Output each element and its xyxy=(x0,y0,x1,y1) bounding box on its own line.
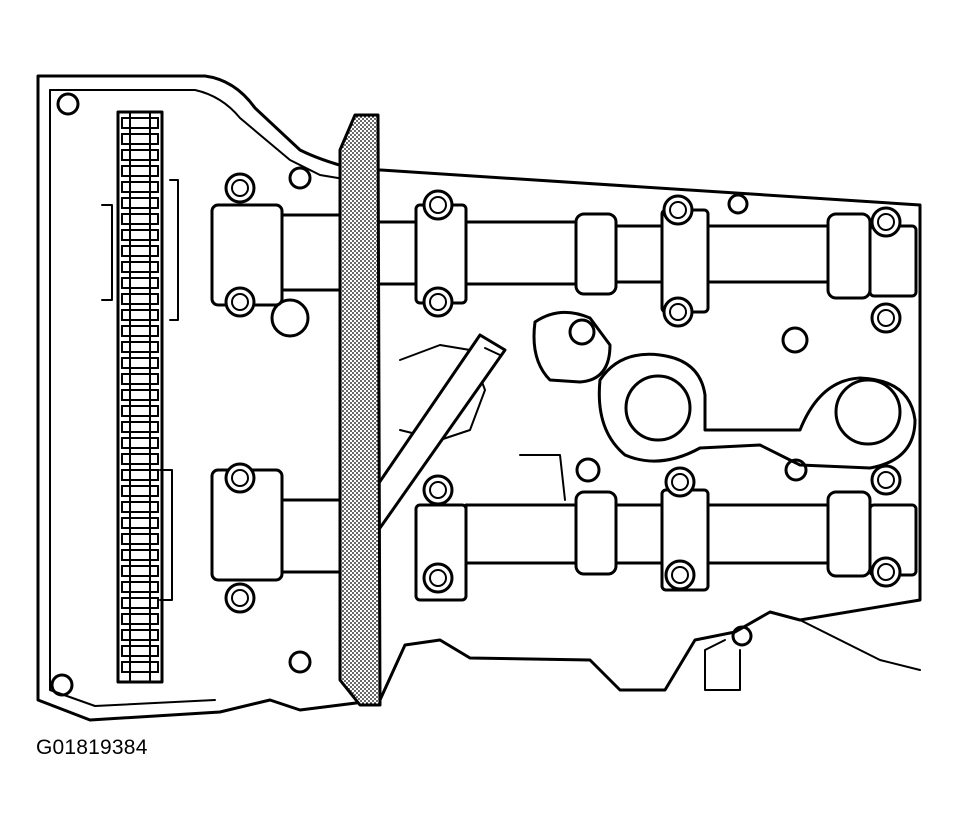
chain-link xyxy=(121,373,159,385)
chain-link xyxy=(121,629,159,641)
chain-link xyxy=(121,165,159,177)
chain-link xyxy=(121,181,159,193)
upper-camshaft xyxy=(210,203,918,314)
chain-link xyxy=(121,389,159,401)
bolt-head xyxy=(422,286,454,318)
bolt-head xyxy=(664,559,696,591)
bolt-head xyxy=(870,206,902,238)
chain-link xyxy=(121,325,159,337)
bolt-inner xyxy=(671,473,689,491)
bolt-inner xyxy=(877,309,895,327)
bolt-head xyxy=(224,286,256,318)
bolt-head xyxy=(662,296,694,328)
chain-link xyxy=(121,581,159,593)
chain-link xyxy=(121,437,159,449)
center-casting xyxy=(399,310,917,501)
chain-link xyxy=(121,661,159,673)
chain-link xyxy=(121,277,159,289)
bolt-inner xyxy=(877,213,895,231)
timing-chain xyxy=(116,110,164,684)
bolt-inner xyxy=(231,589,249,607)
cylinder-head-outline xyxy=(36,74,922,722)
bolt-inner xyxy=(231,179,249,197)
chain-link xyxy=(121,421,159,433)
chain-link xyxy=(121,485,159,497)
alignment-plate xyxy=(338,113,382,707)
bolt-inner xyxy=(429,293,447,311)
chain-link xyxy=(121,245,159,257)
chain-link xyxy=(121,229,159,241)
chain-link xyxy=(121,133,159,145)
chain-link xyxy=(121,149,159,161)
bolt-head xyxy=(870,302,902,334)
chain-link xyxy=(121,613,159,625)
chain-link xyxy=(121,549,159,561)
chain-link xyxy=(121,357,159,369)
bolt-inner xyxy=(669,201,687,219)
chain-link xyxy=(121,453,159,465)
bolt-head xyxy=(422,189,454,221)
bolt-head xyxy=(224,462,256,494)
figure-code: G01819384 xyxy=(36,736,148,759)
chain-link xyxy=(121,405,159,417)
chain-link xyxy=(121,213,159,225)
lower-camshaft xyxy=(210,468,918,602)
bolt-inner xyxy=(231,469,249,487)
chain-link xyxy=(121,293,159,305)
chain-link xyxy=(121,517,159,529)
bolt-inner xyxy=(671,566,689,584)
bolt-inner xyxy=(669,303,687,321)
chain-link xyxy=(121,597,159,609)
chain-guide xyxy=(101,179,179,601)
bolt-inner xyxy=(231,293,249,311)
chain-link xyxy=(121,117,159,129)
chain-link xyxy=(121,565,159,577)
bolt-inner xyxy=(429,196,447,214)
chain-link xyxy=(121,261,159,273)
bolt-inner xyxy=(429,569,447,587)
bolt-head xyxy=(422,474,454,506)
bolt-inner xyxy=(877,471,895,489)
chain-link xyxy=(121,501,159,513)
chain-link xyxy=(121,469,159,481)
bolt-head xyxy=(224,172,256,204)
head-bolt-holes xyxy=(50,92,753,697)
bolt-head xyxy=(664,466,696,498)
bolt-head xyxy=(870,556,902,588)
chain-link xyxy=(121,197,159,209)
bolt-head xyxy=(662,194,694,226)
chain-link xyxy=(121,309,159,321)
bearing-cap-bolts xyxy=(224,172,902,614)
chain-link xyxy=(121,533,159,545)
chain-link xyxy=(121,645,159,657)
bolt-head xyxy=(224,582,256,614)
bolt-inner xyxy=(877,563,895,581)
bolt-inner xyxy=(429,481,447,499)
chain-link xyxy=(121,341,159,353)
bolt-head xyxy=(422,562,454,594)
bolt-head xyxy=(870,464,902,496)
